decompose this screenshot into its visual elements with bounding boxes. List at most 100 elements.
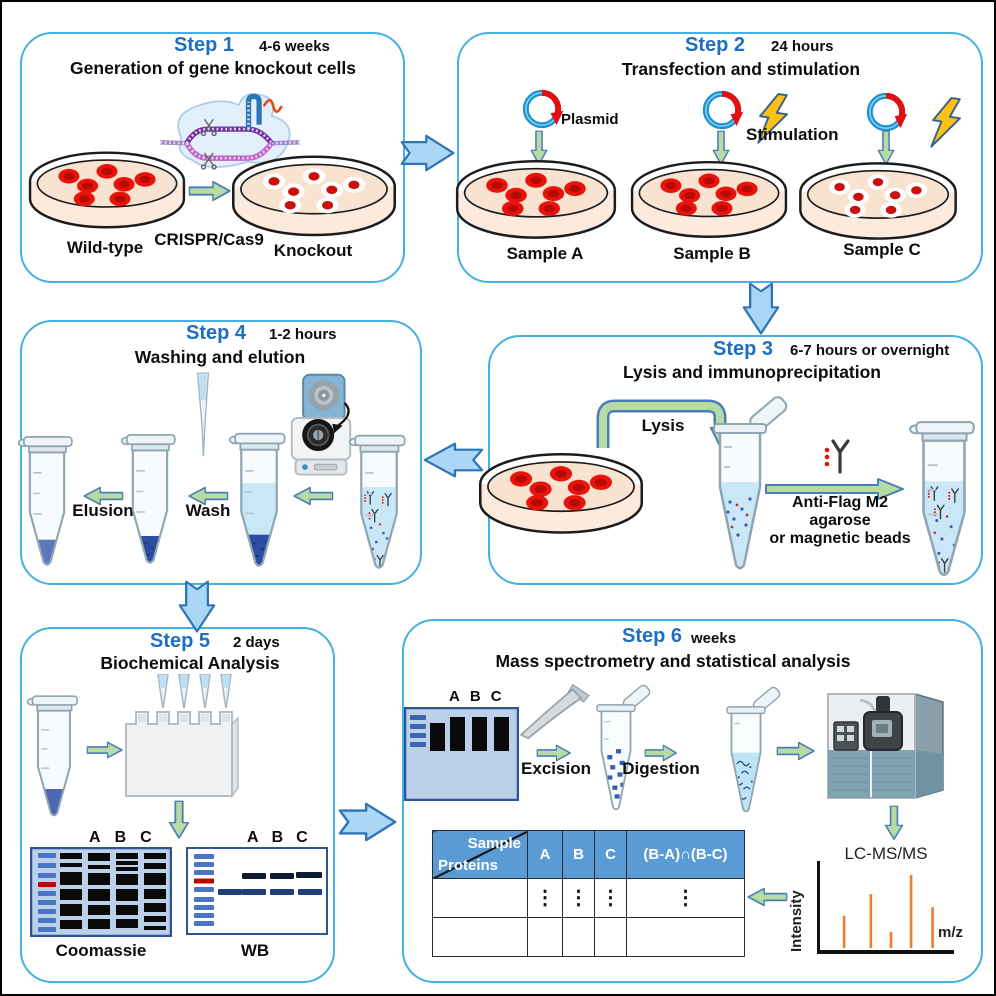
wb-lane-c: C — [296, 829, 308, 846]
lcms-peaks — [842, 874, 934, 948]
coomassie-lane-labels: A B C — [89, 829, 152, 847]
excision-lane-c: C — [490, 688, 502, 705]
arrow-step2-to-step3 — [742, 282, 780, 336]
coomassie-gel — [30, 847, 172, 937]
beads-label: Anti-Flag M2 agarose or magnetic beads — [763, 494, 917, 548]
digestion-label: Digestion — [622, 759, 700, 778]
step6-title: Step 6 — [622, 625, 683, 647]
crispr-cas9-icon — [160, 93, 300, 170]
step3-duration: 6-7 hours or overnight — [790, 342, 950, 359]
knockout-label: Knockout — [273, 241, 353, 260]
excision-lane-b: B — [469, 688, 481, 705]
arrow-step5-to-step6 — [338, 802, 398, 842]
excision-gel — [404, 707, 519, 801]
table-cell-empty — [432, 917, 528, 957]
step1-title: Step 1 — [174, 34, 235, 56]
arrow-step1-to-step2 — [400, 134, 456, 172]
step4-title: Step 4 — [186, 322, 247, 344]
sample-a-label: Sample A — [506, 244, 584, 263]
sds-gel-block — [125, 674, 239, 799]
arrow-step4-to-step5 — [178, 580, 216, 634]
table-cell-dots-b: ⋮ — [562, 878, 595, 918]
arrow-to-ms — [776, 740, 816, 762]
arrow-load-gel — [86, 740, 124, 760]
petri-dish-wild-type — [26, 141, 188, 243]
table-row — [432, 917, 745, 957]
petri-dish-sample-a — [453, 153, 619, 250]
antibody-icon — [823, 439, 850, 474]
eluate-tube — [26, 695, 78, 817]
plasmid-icon-b — [699, 87, 745, 133]
beads-label-line2: or magnetic beads — [769, 530, 911, 547]
step4-heading: Washing and elution — [134, 347, 306, 367]
protein-sample-table: Sample Proteins A B C (B-A)∩(B-C) ⋮ ⋮ ⋮ … — [432, 830, 745, 957]
wb-lane-labels: A B C — [247, 829, 308, 847]
washed-beads-tube — [120, 434, 176, 564]
arrow-spin — [292, 485, 334, 507]
wb-lane-a: A — [247, 829, 259, 846]
excision-lane-labels: A B C — [449, 688, 502, 705]
step5-duration: 2 days — [233, 634, 280, 651]
table-col-intersection: (B-A)∩(B-C) — [626, 830, 745, 879]
coomassie-lane-c: C — [140, 829, 152, 846]
step3-title: Step 3 — [713, 338, 774, 360]
wild-type-label: Wild-type — [66, 238, 144, 257]
arrow-wildtype-to-knockout — [188, 179, 232, 203]
wb-gel — [186, 847, 328, 935]
coomassie-label: Coomassie — [55, 941, 147, 960]
beads-label-line1: Anti-Flag M2 agarose — [792, 494, 888, 529]
lysate-tube — [713, 393, 790, 570]
lcms-title: LC-MS/MS — [844, 844, 928, 863]
stimulation-label: Stimulation — [746, 125, 839, 144]
intensity-axis-label: Intensity — [788, 890, 805, 952]
step5-heading: Biochemical Analysis — [100, 653, 280, 673]
elusion-label: Elusion — [72, 501, 134, 520]
plasmid-icon-c — [863, 89, 909, 135]
wb-lane-b: B — [271, 829, 284, 846]
step1-duration: 4-6 weeks — [259, 38, 330, 55]
excision-label: Excision — [521, 759, 591, 778]
arrow-to-gels — [167, 800, 191, 840]
arrow-to-table — [746, 886, 788, 908]
elution-tube — [17, 436, 73, 566]
gel-pieces-tube — [596, 682, 653, 811]
table-cell-dots-intersection: ⋮ — [626, 878, 745, 918]
coomassie-lane-a: A — [89, 829, 101, 846]
table-cell-empty — [626, 917, 745, 957]
table-col-b: B — [562, 830, 595, 879]
table-cell-dots-c: ⋮ — [594, 878, 627, 918]
step6-heading: Mass spectrometry and statistical analys… — [495, 651, 851, 671]
excision-lane-a: A — [449, 688, 460, 705]
plasmid-icon-a — [519, 86, 565, 132]
step2-title: Step 2 — [685, 34, 746, 56]
step3-heading: Lysis and immunoprecipitation — [623, 362, 881, 382]
plasmid-label: Plasmid — [561, 111, 619, 128]
wb-label: WB — [240, 941, 270, 960]
pipette-icon — [196, 372, 210, 457]
wash-label: Wash — [185, 501, 231, 520]
step2-heading: Transfection and stimulation — [621, 59, 861, 79]
centrifuge-icon — [290, 373, 352, 476]
step5-title: Step 5 — [150, 630, 211, 652]
table-corner-proteins: Proteins — [438, 857, 499, 874]
step4-duration: 1-2 hours — [269, 326, 337, 343]
petri-dish-sample-b — [628, 153, 790, 250]
step6-duration: weeks — [691, 630, 737, 647]
table-cell-empty — [527, 917, 563, 957]
coomassie-lane-b: B — [114, 829, 127, 846]
beads-arrow — [765, 478, 904, 500]
table-cell-empty — [562, 917, 595, 957]
step1-heading: Generation of gene knockout cells — [70, 58, 356, 78]
sample-c-label: Sample C — [843, 240, 921, 259]
table-row: ⋮ ⋮ ⋮ ⋮ — [432, 878, 745, 918]
sample-b-label: Sample B — [673, 244, 751, 263]
lysis-label: Lysis — [641, 416, 685, 435]
step2-duration: 24 hours — [771, 38, 834, 55]
mz-axis-label: m/z — [938, 924, 964, 941]
table-cell-empty — [594, 917, 627, 957]
bead-capture-tube — [348, 434, 406, 569]
table-corner-cell: Sample Proteins — [432, 830, 528, 879]
lcms-spectrum — [817, 861, 954, 954]
ip-tube — [909, 421, 975, 577]
